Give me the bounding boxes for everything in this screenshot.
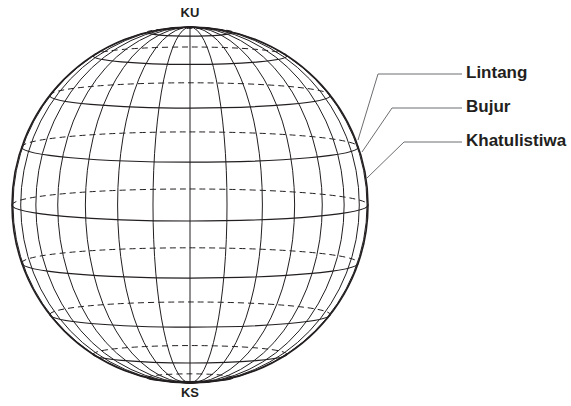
meridian bbox=[190, 27, 295, 383]
meridian bbox=[153, 27, 190, 383]
parallel-back bbox=[22, 132, 359, 147]
graticule bbox=[12, 27, 368, 383]
parallel bbox=[147, 32, 233, 36]
pole-label: KU bbox=[181, 6, 200, 20]
meridian bbox=[190, 27, 191, 383]
parallel bbox=[50, 315, 331, 328]
parallel-back bbox=[50, 83, 331, 96]
meridian bbox=[36, 27, 190, 383]
parallel bbox=[12, 205, 368, 221]
meridian bbox=[190, 27, 359, 383]
parallel bbox=[50, 95, 331, 108]
meridian bbox=[190, 27, 344, 383]
meridian bbox=[190, 27, 227, 383]
pole-label: KS bbox=[181, 386, 199, 400]
callout-label: Bujur bbox=[466, 98, 510, 117]
callout-label: Khatulistiwa bbox=[466, 132, 566, 151]
meridian bbox=[190, 27, 322, 383]
callout-label: Lintang bbox=[466, 64, 527, 83]
meridian bbox=[58, 27, 190, 383]
parallel bbox=[22, 263, 359, 278]
leader-line bbox=[358, 74, 462, 140]
globe-outline bbox=[12, 27, 368, 383]
meridian bbox=[85, 27, 190, 383]
meridian bbox=[21, 27, 190, 383]
parallel-back bbox=[50, 302, 331, 315]
leader-line bbox=[367, 142, 462, 178]
parallel-back bbox=[12, 189, 368, 205]
parallel-back bbox=[93, 346, 287, 355]
meridian bbox=[190, 27, 367, 383]
parallel-back bbox=[147, 374, 233, 378]
meridian bbox=[190, 27, 262, 383]
meridian bbox=[13, 27, 190, 383]
parallel-back bbox=[22, 248, 359, 263]
parallel bbox=[93, 56, 287, 65]
parallel bbox=[22, 147, 359, 162]
parallel bbox=[93, 354, 287, 363]
parallel-back bbox=[93, 47, 287, 56]
leader-line bbox=[362, 108, 462, 152]
meridian bbox=[118, 27, 190, 383]
